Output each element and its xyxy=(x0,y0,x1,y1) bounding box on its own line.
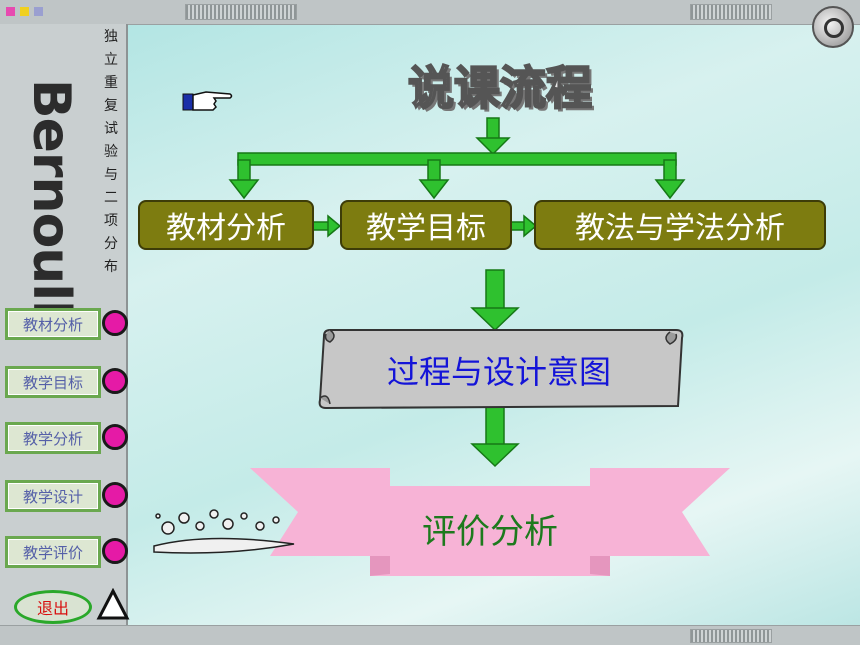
flow-box-methods-analysis: 教法与学法分析 xyxy=(534,200,826,250)
flow-box-teaching-goals: 教学目标 xyxy=(340,200,512,250)
blue-square-icon xyxy=(34,7,43,16)
bottom-frame-bar xyxy=(0,625,860,645)
nav-item-textbook-analysis[interactable]: 教材分析 xyxy=(5,308,101,340)
nav-dot-icon[interactable] xyxy=(102,368,128,394)
yellow-square-icon xyxy=(20,7,29,16)
flow-box-process-design: 过程与设计意图 xyxy=(386,353,611,391)
nav-item-teaching-analysis[interactable]: 教学分析 xyxy=(5,422,101,454)
grille-decoration xyxy=(690,629,772,643)
vertical-title-char: 立 xyxy=(104,52,118,68)
vertical-title-char: 重 xyxy=(104,75,118,91)
nav-dot-icon[interactable] xyxy=(102,482,128,508)
vertical-title-char: 试 xyxy=(104,121,118,137)
power-button-icon[interactable] xyxy=(812,6,854,48)
grille-decoration xyxy=(185,4,297,20)
vertical-title-char: 独 xyxy=(104,29,118,45)
pointing-hand-icon xyxy=(182,91,233,111)
grille-decoration xyxy=(690,4,772,20)
page-title: 说课流程 xyxy=(407,60,593,116)
flow-box-evaluation: 评价分析 xyxy=(422,511,558,552)
vertical-title-char: 复 xyxy=(104,98,118,114)
exit-button[interactable]: 退出 xyxy=(14,590,92,624)
vertical-title-char: 与 xyxy=(104,167,118,183)
nav-item-teaching-design[interactable]: 教学设计 xyxy=(5,480,101,512)
nav-dot-icon[interactable] xyxy=(102,538,128,564)
top-frame-bar xyxy=(0,0,860,25)
nav-item-teaching-goals[interactable]: 教学目标 xyxy=(5,366,101,398)
pink-square-icon xyxy=(6,7,15,16)
flow-box-textbook-analysis: 教材分析 xyxy=(138,200,314,250)
splash-icon xyxy=(153,509,295,554)
vertical-title-char: 项 xyxy=(104,213,118,229)
triangle-icon[interactable] xyxy=(96,588,130,622)
vertical-title-char: 二 xyxy=(104,190,118,206)
ribbon-shape xyxy=(250,468,730,576)
nav-dot-icon[interactable] xyxy=(102,310,128,336)
vertical-title-char: 分 xyxy=(104,236,118,252)
vertical-title-char: 布 xyxy=(104,259,118,275)
scroll-shape xyxy=(318,329,684,410)
nav-item-teaching-evaluation[interactable]: 教学评价 xyxy=(5,536,101,568)
nav-dot-icon[interactable] xyxy=(102,424,128,450)
vertical-title-char: 验 xyxy=(104,144,118,160)
